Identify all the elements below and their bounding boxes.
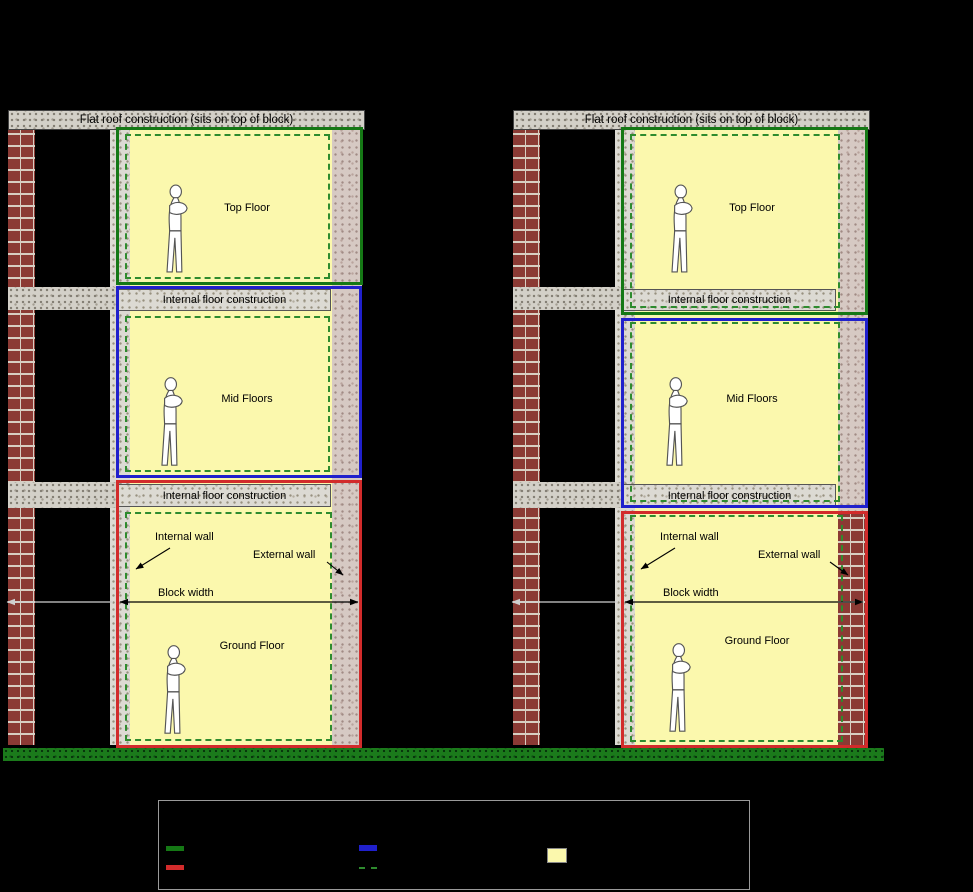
internal-floor-bar: Internal floor construction [118, 484, 331, 507]
legend-swatch-green-dashed [359, 867, 377, 869]
external-wall-brick-ground [838, 512, 868, 745]
flat-roof-label: Flat roof construction (sits on top of b… [79, 114, 294, 126]
internal-floor-label: Internal floor construction [162, 294, 287, 306]
internal-wall-label: Internal wall [155, 531, 214, 543]
mid-floor-outline [621, 318, 868, 508]
ground-floor-label: Ground Floor [724, 635, 790, 647]
block-width-label: Block width [158, 587, 214, 599]
internal-dimension-dashed-ground [630, 515, 843, 742]
mid-floor-outline [116, 286, 362, 478]
person-figure [669, 643, 691, 732]
internal-floor-bar: Internal floor construction [623, 289, 836, 311]
floor-slab-cavity-band [8, 482, 118, 508]
ground-floor-label: Ground Floor [219, 640, 285, 652]
external-wall-inner-leaf [332, 130, 362, 745]
internal-wall-label: Internal wall [660, 531, 719, 543]
internal-floor-bar: Internal floor construction [118, 289, 331, 311]
top-floor-outline [116, 127, 363, 285]
legend-swatch-blue-solid [359, 845, 377, 851]
person-figure [164, 645, 186, 734]
legend-swatch-green-solid [166, 846, 184, 851]
mid-floor-label: Mid Floors [726, 393, 778, 405]
legend [158, 800, 750, 890]
floor-slab-cavity-band [513, 287, 623, 310]
top-floor-outline [621, 127, 868, 315]
flat-roof-bar: Flat roof construction (sits on top of b… [513, 110, 870, 130]
external-brick-wall [513, 130, 540, 745]
external-wall-label: External wall [758, 549, 821, 561]
internal-floor-label: Internal floor construction [667, 294, 792, 306]
internal-floor-label: Internal floor construction [667, 489, 792, 502]
internal-dimension-dashed-ground [125, 512, 332, 741]
internal-dimension-dashed-top [630, 134, 840, 308]
person-figure [161, 377, 183, 466]
flat-roof-label: Flat roof construction (sits on top of b… [584, 114, 799, 126]
internal-floor-label: Internal floor construction [162, 489, 287, 502]
internal-dimension-dashed-top [125, 134, 330, 279]
floor-slab-cavity-band [513, 482, 623, 508]
ground-floor-outline [621, 511, 868, 748]
legend-swatch-yellow-fill [547, 848, 567, 863]
ground-strip [3, 748, 884, 761]
floor-slab-cavity-band [8, 287, 118, 310]
top-floor-label: Top Floor [224, 202, 270, 214]
legend-swatch-red-solid [166, 865, 184, 870]
external-wall-label: External wall [253, 549, 316, 561]
person-figure [671, 184, 693, 273]
flat-roof-bar: Flat roof construction (sits on top of b… [8, 110, 365, 130]
top-floor-label: Top Floor [729, 202, 775, 214]
ground-floor-outline [116, 480, 362, 748]
person-figure [166, 184, 188, 273]
internal-dimension-dashed-mid [125, 316, 330, 472]
mid-floor-label: Mid Floors [221, 393, 273, 405]
internal-dimension-dashed-mid [630, 322, 840, 502]
block-width-label: Block width [663, 587, 719, 599]
external-brick-wall [8, 130, 35, 745]
person-figure [666, 377, 688, 466]
